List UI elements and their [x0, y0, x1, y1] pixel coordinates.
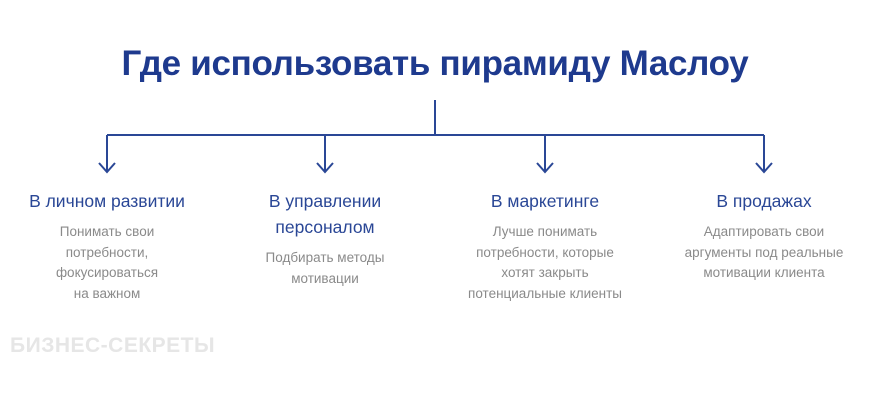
column-personnel-management: В управлении персоналом Подбирать методы… [215, 188, 435, 289]
description-line: мотивации клиента [703, 265, 825, 280]
column-description: Подбирать методы мотивации [215, 248, 435, 289]
description-line: аргументы под реальные [684, 244, 844, 260]
description-line: мотивации [291, 270, 359, 286]
arrow-down-icon [536, 135, 554, 174]
description-line: на важном [73, 285, 141, 301]
heading-line: В продажах [716, 191, 812, 211]
watermark-logo: БИЗНЕС-СЕКРЕТЫ [10, 334, 216, 357]
description-line: потребности, [65, 244, 149, 260]
description-line: Понимать свои [59, 224, 155, 239]
column-heading: В личном развитии [0, 188, 217, 214]
arrow-down-icon [98, 135, 116, 174]
description-line: Лучше понимать [492, 224, 598, 239]
description-line: фокусироваться [55, 265, 159, 280]
column-heading: В управлении персоналом [215, 188, 435, 240]
description-line: хотят закрыть [501, 265, 589, 280]
heading-line: В личном развитии [29, 191, 185, 211]
description-line: потенциальные клиенты [468, 285, 622, 301]
column-heading: В продажах [654, 188, 870, 214]
heading-line: персоналом [275, 217, 375, 237]
page-title: Где использовать пирамиду Маслоу [121, 44, 749, 83]
column-sales: В продажах Адаптировать свои аргументы п… [654, 188, 870, 284]
column-heading: В маркетинге [435, 188, 655, 214]
column-personal-development: В личном развитии Понимать свои потребно… [0, 188, 217, 304]
arrow-down-icon [316, 135, 334, 174]
column-marketing: В маркетинге Лучше понимать потребности,… [435, 188, 655, 304]
column-description: Лучше понимать потребности, которые хотя… [435, 222, 655, 304]
description-line: Адаптировать свои [703, 224, 825, 239]
heading-line: В управлении [268, 191, 382, 211]
column-description: Понимать свои потребности, фокусироватьс… [0, 222, 217, 304]
description-line: Подбирать методы [265, 250, 385, 265]
arrow-down-icon [755, 135, 773, 174]
heading-line: В маркетинге [490, 191, 600, 211]
description-line: потребности, которые [476, 244, 614, 260]
column-description: Адаптировать свои аргументы под реальные… [654, 222, 870, 284]
